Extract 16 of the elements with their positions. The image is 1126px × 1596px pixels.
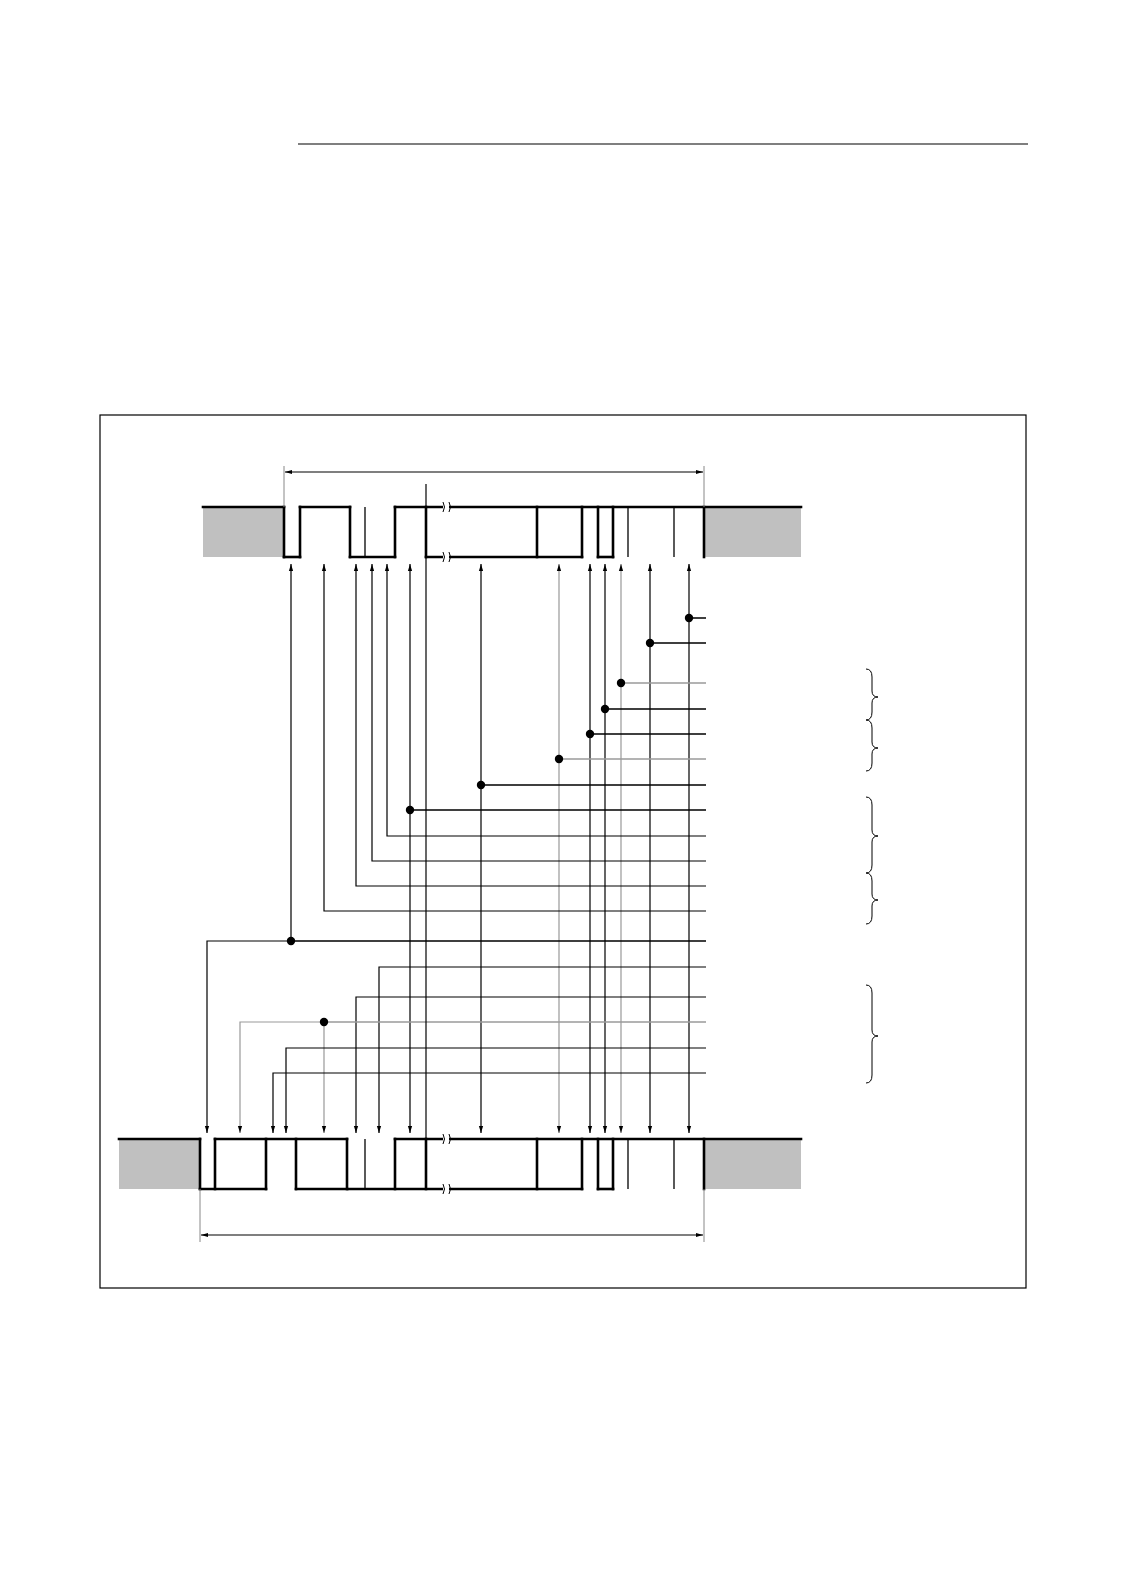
- arrow: [376, 966, 707, 1134]
- arrow: [321, 1021, 707, 1134]
- arrow: [270, 1072, 707, 1134]
- arrow: [353, 996, 707, 1134]
- arrow: [478, 784, 707, 1134]
- arrow: [204, 940, 707, 1134]
- arrow: [587, 733, 707, 1134]
- arrow: [602, 708, 707, 1134]
- signal-waveform: [201, 501, 803, 563]
- arrow: [407, 809, 707, 1134]
- arrow: [686, 617, 707, 1134]
- signal-waveform: [117, 1133, 803, 1195]
- arrow: [647, 642, 707, 1134]
- arrow: [556, 758, 707, 1134]
- arrow: [618, 682, 707, 1134]
- arrow: [283, 1047, 707, 1134]
